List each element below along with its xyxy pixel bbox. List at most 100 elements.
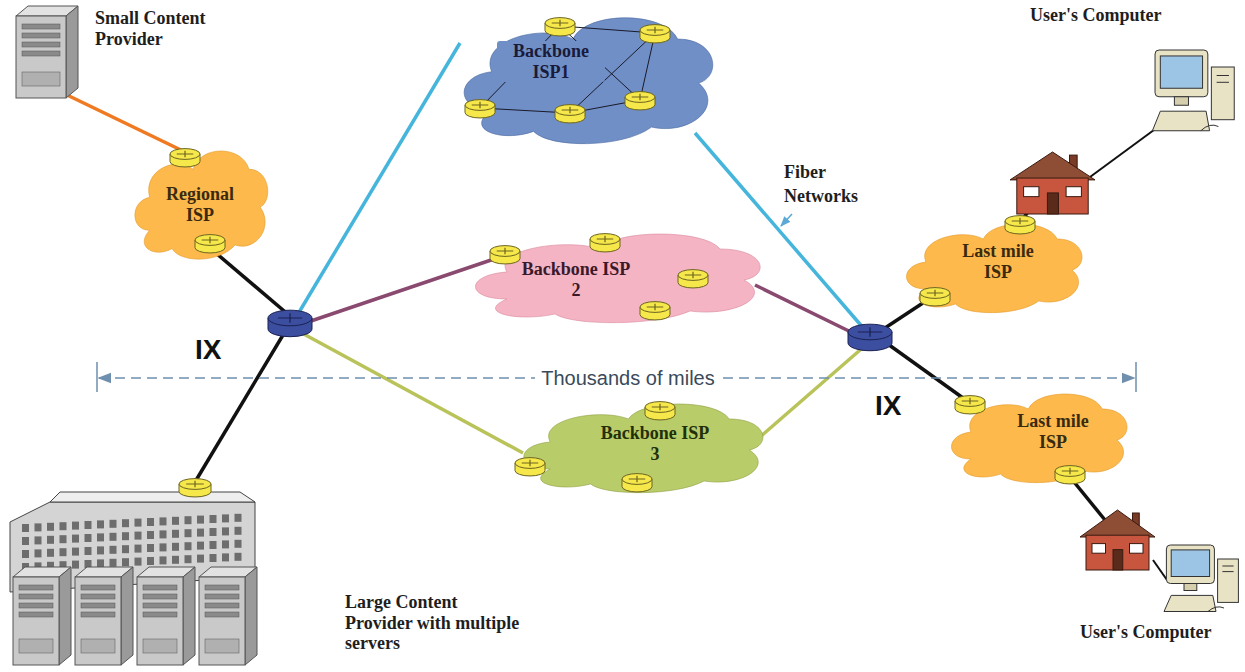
cloud-shape — [951, 394, 1127, 483]
drawing-part — [920, 288, 950, 299]
drawing-part — [205, 612, 239, 617]
drawing-part — [465, 100, 495, 111]
drawing-part — [197, 555, 204, 563]
drawing-part — [205, 603, 239, 608]
drawing-part — [268, 310, 312, 326]
node-label: Backbone ISP 3 — [595, 423, 715, 464]
network-link — [298, 43, 460, 314]
user-site: User's Computer — [1075, 490, 1245, 668]
drawing-part — [147, 531, 154, 539]
drawing-part — [545, 18, 575, 29]
cloud-shape — [524, 404, 763, 493]
drawing-part — [81, 594, 115, 599]
isp-cloud: Last mile ISP — [945, 385, 1130, 485]
drawing-part — [210, 541, 217, 549]
drawing-part — [185, 516, 192, 524]
drawing-part — [147, 544, 154, 552]
drawing-part — [235, 514, 242, 522]
cloud-shape — [135, 151, 268, 259]
drawing-part — [1160, 56, 1202, 88]
drawing-part — [685, 272, 702, 278]
drawing-part — [22, 524, 29, 532]
drawing-part — [72, 548, 79, 556]
drawing-part — [172, 517, 179, 525]
drawing-part — [927, 290, 944, 296]
drawing-part — [22, 550, 29, 558]
drawing-part — [85, 547, 92, 555]
dimension-tick — [1135, 362, 1137, 392]
node-label: User's Computer — [1080, 622, 1211, 643]
server-group: Large Content Provider with multiple ser… — [5, 470, 527, 668]
drawing-part — [122, 532, 129, 540]
drawing-part — [1174, 97, 1188, 106]
drawing-part — [66, 6, 78, 98]
drawing-part — [1092, 544, 1106, 554]
drawing-part — [143, 639, 177, 653]
drawing-part — [235, 540, 242, 548]
node-label: Backbone ISP 2 — [517, 259, 635, 300]
drawing-part — [183, 567, 195, 665]
drawing-part — [1153, 560, 1167, 580]
drawing-part — [60, 548, 67, 556]
drawing-part — [143, 585, 177, 590]
drawing-part — [22, 72, 60, 86]
drawing-part — [179, 479, 211, 490]
drawing-part — [195, 235, 225, 246]
drawing-part — [1184, 584, 1197, 591]
drawing-part — [81, 612, 115, 617]
text-slot: Backbone ISP 2 — [517, 259, 635, 300]
drawing-part — [177, 151, 194, 157]
drawing-part — [210, 554, 217, 562]
label-slot: Thousands of miles — [480, 366, 776, 390]
drawing-part — [122, 558, 129, 566]
drawing-part — [1012, 218, 1029, 224]
dimension-tick — [96, 362, 98, 392]
drawing-part — [60, 535, 67, 543]
drawing-part — [647, 304, 664, 310]
drawing-part — [121, 567, 133, 665]
drawing-part — [22, 42, 60, 47]
node-shape — [945, 385, 1130, 485]
drawing-part — [170, 149, 200, 160]
drawing-part — [647, 27, 664, 33]
drawing-part — [235, 553, 242, 561]
isp-cloud: Backbone ISP 3 — [515, 395, 767, 495]
label-slot: Fiber Networks — [778, 160, 870, 208]
drawing-part — [1155, 50, 1208, 97]
drawing-part — [1166, 545, 1214, 584]
drawing-part — [19, 639, 53, 653]
network-link — [195, 330, 286, 482]
drawing-part — [85, 521, 92, 529]
drawing-part — [72, 561, 79, 569]
network-link — [65, 94, 185, 152]
node-label: Backbone ISP1 — [497, 41, 605, 82]
drawing-part — [1010, 152, 1095, 180]
drawing-part — [81, 639, 115, 653]
leader-line — [781, 214, 792, 226]
drawing-part — [1090, 127, 1158, 177]
drawing-part — [625, 92, 655, 103]
drawing-part — [590, 234, 620, 245]
node-label: Small Content Provider — [95, 8, 260, 49]
drawing-part — [59, 567, 71, 665]
drawing-part — [122, 545, 129, 553]
drawing-part — [60, 522, 67, 530]
drawing-part — [50, 492, 255, 502]
node-label: Last mile ISP — [1003, 411, 1103, 452]
drawing-part — [522, 460, 539, 466]
text-slot: Regional ISP — [150, 184, 250, 225]
node-label: Regional ISP — [150, 184, 250, 225]
drawing-part — [19, 585, 53, 590]
drawing-part — [35, 536, 42, 544]
text-slot: Backbone ISP1 — [497, 41, 605, 82]
cloud-shape — [476, 234, 761, 323]
drawing-part — [160, 530, 167, 538]
user-site: User's Computer — [1000, 2, 1240, 217]
drawing-part — [160, 556, 167, 564]
drawing-part — [464, 18, 713, 144]
drawing-part — [678, 270, 708, 281]
drawing-part — [490, 246, 520, 257]
drawing-part — [632, 94, 649, 100]
drawing-part — [1024, 187, 1039, 197]
